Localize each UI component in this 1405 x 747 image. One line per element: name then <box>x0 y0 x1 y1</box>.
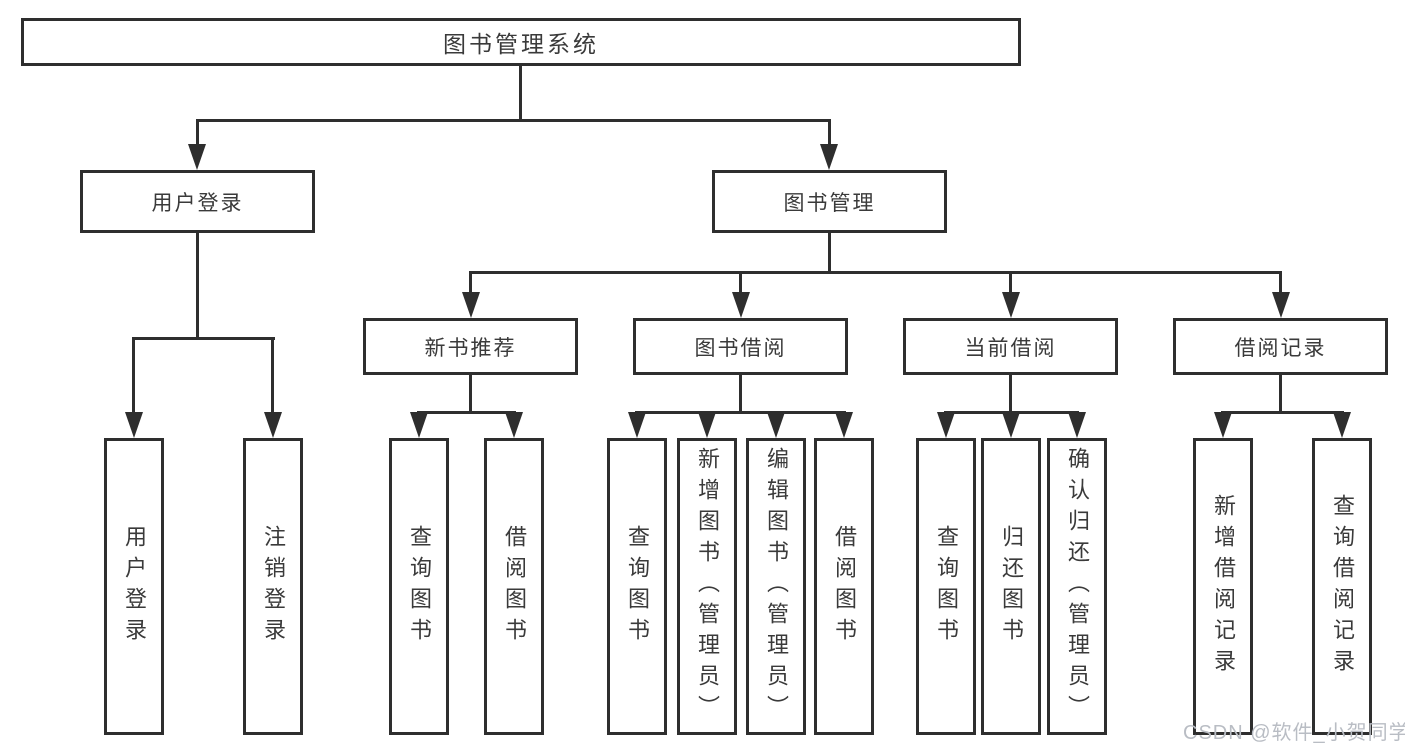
arrowhead-borrow-records <box>1272 292 1290 318</box>
connector-user-login-stem <box>196 231 199 339</box>
arrowhead-leaf <box>1002 412 1020 438</box>
node-label: 借阅图书 <box>502 524 527 649</box>
connector-drop-login-leaf <box>132 337 135 415</box>
arrowhead-leaf <box>698 412 716 438</box>
connector-borrow-records-stem <box>1279 373 1282 413</box>
leaf-return-books: 归还图书 <box>981 438 1041 735</box>
connector-root-split <box>196 119 831 122</box>
arrowhead-leaf <box>835 412 853 438</box>
leaf-user-login: 用户登录 <box>104 438 164 735</box>
leaf-query-books-recommend: 查询图书 <box>389 438 449 735</box>
leaf-borrow-books-borrowing: 借阅图书 <box>814 438 874 735</box>
node-label: 注销登录 <box>261 524 286 649</box>
node-label: 查询借阅记录 <box>1330 493 1355 680</box>
arrowhead-leaf <box>1214 412 1232 438</box>
leaf-add-books-admin: 新增图书（管理员） <box>677 438 737 735</box>
leaf-query-books-borrowing: 查询图书 <box>607 438 667 735</box>
connector-book-mgmt-split <box>469 271 1282 274</box>
leaf-logout: 注销登录 <box>243 438 303 735</box>
node-book-management: 图书管理 <box>712 170 947 233</box>
node-label: 查询图书 <box>934 524 959 649</box>
node-current-borrowing: 当前借阅 <box>903 318 1118 375</box>
arrowhead-leaf <box>628 412 646 438</box>
node-label: 新增借阅记录 <box>1211 493 1236 680</box>
connector-borrow-records-split <box>1221 411 1344 414</box>
node-label: 编辑图书（管理员） <box>764 447 789 726</box>
node-book-borrowing: 图书借阅 <box>633 318 848 375</box>
node-label: 图书借阅 <box>694 336 787 360</box>
arrowhead-leaf <box>1333 412 1351 438</box>
node-label: 当前借阅 <box>964 336 1057 360</box>
node-borrow-records: 借阅记录 <box>1173 318 1388 375</box>
node-label: 查询图书 <box>625 524 650 649</box>
connector-current-borrow-stem <box>1009 373 1012 413</box>
arrowhead-leaf <box>767 412 785 438</box>
node-new-book-recommend: 新书推荐 <box>363 318 578 375</box>
connector-user-login-split <box>133 337 275 340</box>
node-label: 图书管理系统 <box>443 31 599 57</box>
leaf-add-borrow-record: 新增借阅记录 <box>1193 438 1253 735</box>
connector-drop-new-books <box>469 271 472 295</box>
node-label: 借阅记录 <box>1234 336 1327 360</box>
arrowhead-leaf <box>1068 412 1086 438</box>
node-root-library-system: 图书管理系统 <box>21 18 1021 66</box>
connector-drop-book-mgmt <box>828 119 831 147</box>
connector-book-borrow-stem <box>739 373 742 413</box>
arrowhead-current-borrow <box>1002 292 1020 318</box>
connector-root-stem <box>519 64 522 121</box>
node-user-login: 用户登录 <box>80 170 315 233</box>
node-label: 归还图书 <box>999 524 1024 649</box>
leaf-query-books-current: 查询图书 <box>916 438 976 735</box>
connector-drop-borrow-records <box>1279 271 1282 295</box>
leaf-query-borrow-record: 查询借阅记录 <box>1312 438 1372 735</box>
connector-drop-logout-leaf <box>271 337 274 415</box>
connector-new-books-stem <box>469 373 472 413</box>
connector-new-books-split <box>417 411 516 414</box>
arrowhead-leaf <box>937 412 955 438</box>
node-label: 确认归还（管理员） <box>1065 447 1090 726</box>
leaf-confirm-return-admin: 确认归还（管理员） <box>1047 438 1107 735</box>
arrowhead-login-leaf <box>125 412 143 438</box>
connector-drop-user-login <box>196 119 199 147</box>
node-label: 查询图书 <box>407 524 432 649</box>
connector-drop-current-borrow <box>1009 271 1012 295</box>
arrowhead-book-borrow <box>732 292 750 318</box>
node-label: 用户登录 <box>151 191 244 215</box>
connector-book-mgmt-stem <box>828 231 831 274</box>
arrowhead-book-mgmt <box>820 144 838 170</box>
arrowhead-logout-leaf <box>264 412 282 438</box>
connector-drop-book-borrow <box>739 271 742 295</box>
csdn-watermark: CSDN @软件_小贺同学 <box>1183 722 1405 744</box>
arrowhead-user-login <box>188 144 206 170</box>
node-label: 用户登录 <box>122 524 147 649</box>
node-label: 新书推荐 <box>424 336 517 360</box>
node-label: 新增图书（管理员） <box>695 447 720 726</box>
leaf-edit-books-admin: 编辑图书（管理员） <box>746 438 806 735</box>
node-label: 借阅图书 <box>832 524 857 649</box>
arrowhead-new-books <box>462 292 480 318</box>
connector-book-borrow-split <box>635 411 846 414</box>
arrowhead-leaf <box>505 412 523 438</box>
arrowhead-leaf <box>410 412 428 438</box>
node-label: 图书管理 <box>783 191 876 215</box>
leaf-borrow-books-recommend: 借阅图书 <box>484 438 544 735</box>
